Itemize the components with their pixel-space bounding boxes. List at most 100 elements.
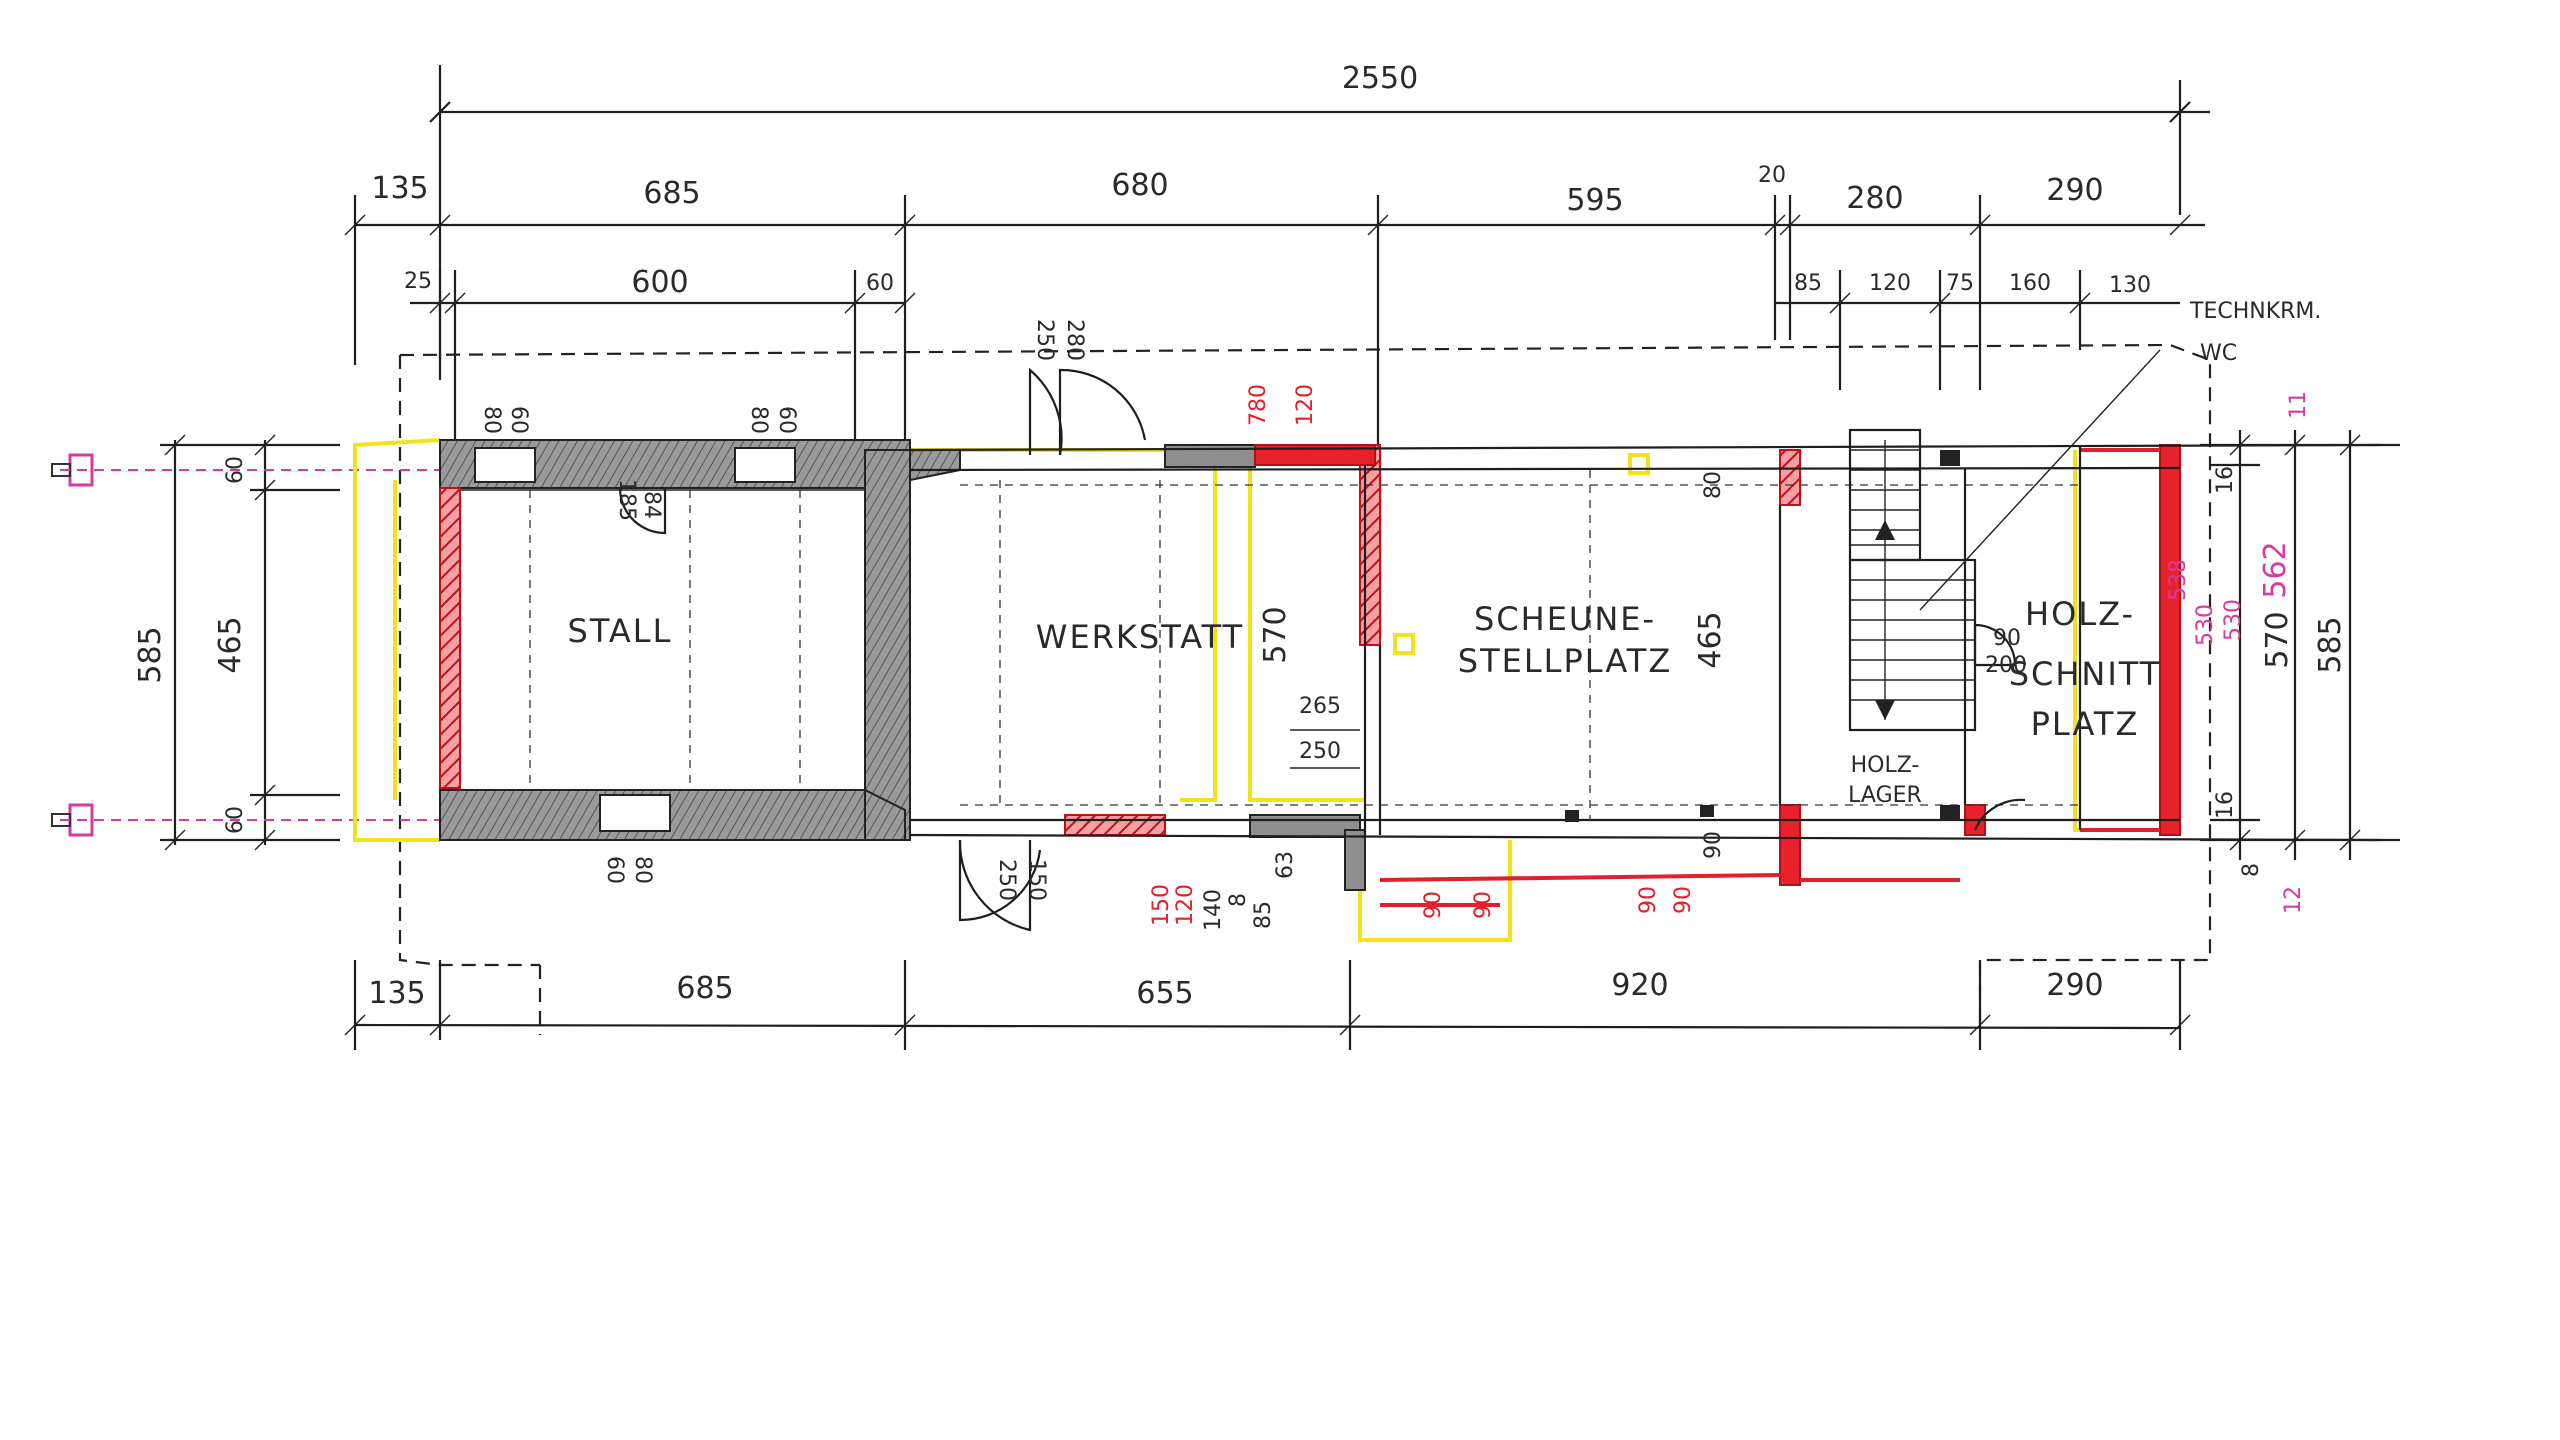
dim-red-780: 780 (1246, 384, 1271, 426)
dim-right-16b: 16 (2213, 791, 2238, 819)
dim-right-585: 585 (2313, 616, 2348, 673)
room-holzlager-line1: HOLZ- (1851, 753, 1920, 778)
dim-door-250-bottom: 250 (994, 859, 1019, 901)
dim-stall-door-84: 84 (639, 491, 664, 519)
dim-door-250-top: 250 (1032, 319, 1057, 361)
stair-arrow-icon (1875, 700, 1895, 720)
room-holz-line1: HOLZ- (2025, 595, 2135, 633)
dim-stall-60b: 60 (774, 406, 799, 434)
room-holz-line2: SCHNITT (2009, 655, 2162, 693)
dim-red-90b: 90 (1471, 891, 1496, 919)
dim-left-585: 585 (133, 626, 168, 683)
dim-red-150: 150 (1149, 884, 1174, 926)
dim-265: 265 (1299, 694, 1341, 719)
top-dimensions: 2550 135 685 680 595 20 280 290 25 600 6… (344, 61, 2321, 460)
dim-680: 680 (1111, 168, 1168, 203)
dim-red-120a: 120 (1293, 384, 1318, 426)
dim-mag-538: 538 (2166, 559, 2191, 601)
room-labels: STALL WERKSTATT SCHEUNE- STELLPLATZ HOLZ… (568, 595, 2162, 808)
dim-wall-465: 465 (1693, 611, 1728, 668)
dim-stall-60a: 60 (506, 406, 531, 434)
dim-bottom-920: 920 (1611, 968, 1668, 1003)
dim-bottom-135: 135 (368, 976, 425, 1011)
dim-right-570: 570 (2260, 611, 2295, 668)
dim-135: 135 (371, 171, 428, 206)
dim-80: 80 (1701, 471, 1726, 499)
dim-right-12: 12 (2281, 886, 2306, 914)
dim-bottom-290: 290 (2046, 968, 2103, 1003)
dim-total: 2550 (1342, 61, 1418, 96)
dim-85: 85 (1794, 271, 1822, 296)
dim-mag-530a: 530 (2193, 604, 2218, 646)
room-stall: STALL (568, 612, 673, 650)
left-dimensions: 585 465 60 60 (133, 434, 340, 851)
dim-60: 60 (866, 271, 894, 296)
demolition-outlines (353, 438, 2180, 942)
dim-20: 20 (1758, 163, 1786, 188)
right-dimensions: 585 570 562 16 16 8 12 11 530 538 530 (2166, 391, 2400, 914)
axis-markers-left (51, 453, 440, 837)
door-swing (1058, 368, 1147, 455)
dim-25: 25 (404, 269, 432, 294)
dim-75: 75 (1946, 271, 1974, 296)
dim-280: 280 (1846, 181, 1903, 216)
dim-63: 63 (1273, 851, 1298, 879)
dim-door-150-bottom: 150 (1024, 859, 1049, 901)
doors (618, 367, 2026, 932)
label-techn: TECHNKRM. (2189, 299, 2321, 324)
dim-right-11: 11 (2286, 391, 2311, 419)
dim-door-280-top: 280 (1062, 319, 1087, 361)
dim-stall-60c: 60 (602, 856, 627, 884)
dim-140: 140 (1201, 889, 1226, 931)
dim-mag-530b: 530 (2221, 599, 2246, 641)
dim-595: 595 (1566, 183, 1623, 218)
dim-8: 8 (1226, 893, 1251, 907)
door-swing (618, 487, 667, 535)
room-scheune-line2: STELLPLATZ (1458, 642, 1672, 680)
dim-200: 200 (1985, 653, 2027, 678)
inner-dimensions: 250 280 250 150 80 60 80 60 60 80 185 84… (479, 319, 2027, 931)
staircase (1565, 349, 2161, 822)
room-holz-line3: PLATZ (2031, 705, 2140, 743)
dim-685: 685 (643, 176, 700, 211)
dim-stall-80a: 80 (479, 406, 504, 434)
dim-85: 85 (1251, 901, 1276, 929)
dim-wall-570: 570 (1258, 606, 1293, 663)
dim-90a: 90 (1701, 831, 1726, 859)
dim-stall-door-185: 185 (614, 479, 639, 521)
dim-stall-80c: 80 (630, 856, 655, 884)
dim-right-562: 562 (2258, 541, 2293, 598)
dim-bottom-685: 685 (676, 971, 733, 1006)
door-swing (958, 840, 1042, 922)
dim-290: 290 (2046, 173, 2103, 208)
dim-red-90c: 90 (1636, 886, 1661, 914)
dim-160: 160 (2009, 271, 2051, 296)
dim-right-8: 8 (2239, 863, 2264, 877)
dim-red-90a: 90 (1421, 891, 1446, 919)
room-holzlager-line2: LAGER (1848, 783, 1922, 808)
door-swing (1028, 367, 1063, 456)
dim-red-120b: 120 (1173, 884, 1198, 926)
dim-130: 130 (2109, 273, 2151, 298)
label-wc: WC (2200, 341, 2237, 366)
dim-90: 90 (1993, 626, 2021, 651)
stair-arrow-icon (1875, 520, 1895, 540)
existing-walls (439, 439, 1366, 891)
room-scheune-line1: SCHEUNE- (1474, 600, 1656, 638)
dim-250: 250 (1299, 739, 1341, 764)
dim-red-90d: 90 (1671, 886, 1696, 914)
dim-bottom-655: 655 (1136, 976, 1193, 1011)
interior-lines (529, 443, 2381, 842)
door-swing (958, 839, 1032, 932)
dim-stall-80b: 80 (746, 406, 771, 434)
bottom-dimensions: 135 685 655 920 290 (344, 960, 2191, 1050)
dim-right-16a: 16 (2213, 466, 2238, 494)
room-werkstatt: WERKSTATT (1036, 618, 1244, 656)
door-swing (1973, 623, 2017, 667)
door-swing (1973, 798, 2026, 831)
dim-600: 600 (631, 265, 688, 300)
dim-left-465: 465 (213, 616, 248, 673)
dim-120: 120 (1869, 271, 1911, 296)
